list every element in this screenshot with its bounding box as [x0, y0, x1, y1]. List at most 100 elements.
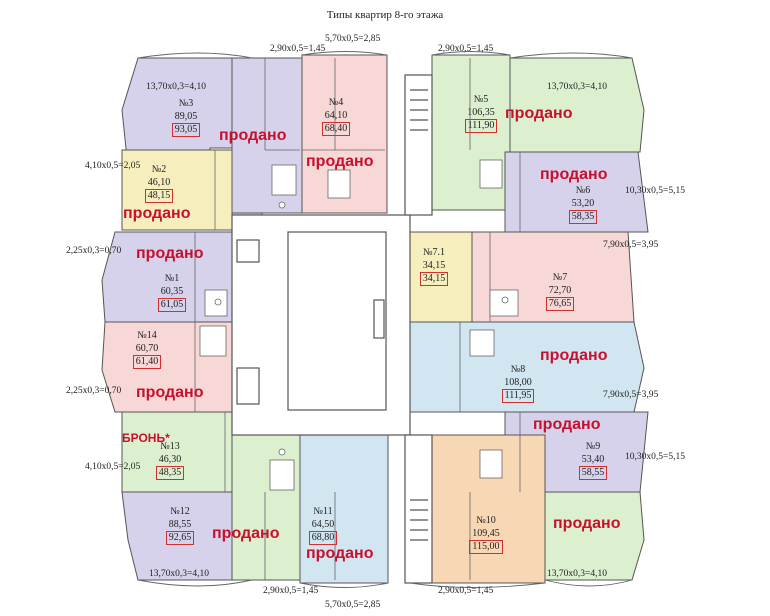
apartment-label[interactable]: №10 109,45 115,00 — [463, 515, 509, 554]
dim-left-3: 2,25х0,3=0,70 — [66, 386, 122, 396]
balcony-top — [301, 51, 388, 56]
dim-top-far-right: 13,70х0,3=4,10 — [547, 82, 607, 92]
dim-bottom-right: 2,90х0,5=1,45 — [438, 586, 494, 596]
apartment-number: №1 — [164, 273, 180, 284]
apartment-label[interactable]: №8 108,00 111,95 — [495, 364, 541, 403]
apartment-label[interactable]: №12 88,55 92,65 — [157, 506, 203, 545]
apartment-label[interactable]: №13 46,30 48,35 — [147, 441, 193, 480]
core-shaft — [287, 231, 387, 411]
apartment-number: №8 — [510, 364, 526, 375]
apartment-number: №3 — [178, 98, 194, 109]
dim-top-right: 2,90х0,5=1,45 — [438, 44, 494, 54]
core-slot — [373, 299, 385, 339]
dim-left-1: 4,10х0,5=2,05 — [85, 161, 141, 171]
apartment-number: №13 — [160, 441, 180, 452]
apartment-total-area: 92,65 — [165, 531, 195, 545]
apartment-label[interactable]: №3 89,05 93,05 — [163, 98, 209, 137]
reserved-label-apt-13: БРОНЬ* — [122, 431, 170, 445]
apartment-area: 53,20 — [571, 197, 595, 209]
sold-label-apt-10: продано — [553, 515, 621, 532]
apartment-number: №10 — [476, 515, 496, 526]
apartment-number: №2 — [151, 164, 167, 175]
apartment-area: 108,00 — [504, 376, 532, 388]
apartment-area: 60,35 — [160, 285, 184, 297]
dim-left-2: 2,25х0,3=0,70 — [66, 246, 122, 256]
elevator-bottom — [236, 367, 260, 405]
apartment-area: 106,35 — [467, 106, 495, 118]
apartment-area: 53,40 — [581, 453, 605, 465]
apartment-label[interactable]: №14 60,70 61,40 — [124, 330, 170, 369]
apartment-number: №5 — [473, 94, 489, 105]
dim-top-left: 2,90х0,5=1,45 — [270, 44, 326, 54]
apartment-total-area: 111,95 — [501, 389, 535, 403]
balcony-top — [137, 52, 253, 59]
apartment-label[interactable]: №5 106,35 111,90 — [458, 94, 504, 133]
sold-label-apt-5: продано — [505, 105, 573, 122]
apartment-label[interactable]: №7 72,70 76,65 — [537, 272, 583, 311]
apartment-area: 34,15 — [422, 259, 446, 271]
sold-label-apt-2: продано — [123, 205, 191, 222]
toilet-icon — [214, 298, 222, 306]
apartment-label[interactable]: №1 60,35 61,05 — [149, 273, 195, 312]
fixtures — [199, 159, 519, 491]
dim-bottom-left: 2,90х0,5=1,45 — [263, 586, 319, 596]
apartment-total-area: 61,05 — [157, 298, 187, 312]
zone-apt-10-wing — [544, 491, 645, 581]
zone-apt-5-wing — [509, 57, 645, 153]
balcony-bottom — [409, 582, 546, 588]
apartment-label[interactable]: №2 46,10 48,15 — [136, 164, 182, 203]
apartment-total-area: 34,15 — [419, 272, 449, 286]
dim-right-4: 10,30х0,5=5,15 — [625, 452, 685, 462]
plan-title: Типы квартир 8-го этажа — [326, 9, 444, 21]
apartment-total-area: 115,00 — [469, 540, 503, 554]
apartment-total-area: 76,65 — [545, 297, 575, 311]
building-core — [231, 74, 433, 584]
apartment-number: №4 — [328, 97, 344, 108]
zone-apt-11 — [299, 434, 389, 584]
apartment-label[interactable]: №11 64,50 68,80 — [300, 506, 346, 545]
zone-apt-13 — [121, 411, 251, 493]
bathtub-icon — [199, 325, 227, 357]
sold-label-apt-11: продано — [306, 545, 374, 562]
apartment-total-area: 61,40 — [132, 355, 162, 369]
dim-bottom-far-left: 13,70х0,3=4,10 — [149, 569, 209, 579]
apartment-total-area: 68,40 — [321, 122, 351, 136]
apartment-number: №14 — [137, 330, 157, 341]
apartment-total-area: 48,35 — [155, 466, 185, 480]
elevator-top — [236, 239, 260, 263]
balcony-top — [431, 51, 511, 56]
toilet-icon — [501, 296, 509, 304]
apartment-number: №11 — [313, 506, 333, 517]
bathtub-icon — [479, 159, 503, 189]
apartment-number: №7 — [552, 272, 568, 283]
apartment-total-area: 58,35 — [568, 210, 598, 224]
apartment-label[interactable]: №6 53,20 58,35 — [560, 185, 606, 224]
zone-apt-12-wing — [231, 434, 301, 581]
balcony-top — [509, 52, 633, 59]
apartment-label[interactable]: №9 53,40 58,55 — [570, 441, 616, 480]
apartment-number: №12 — [170, 506, 190, 517]
sold-label-apt-3: продано — [219, 127, 287, 144]
apartment-total-area: 111,90 — [464, 119, 498, 133]
stair-bottom — [404, 434, 433, 584]
dim-right-3: 7,90х0,5=3,95 — [603, 390, 659, 400]
sold-label-apt-9: продано — [533, 416, 601, 433]
apartment-label[interactable]: №4 64,10 68,40 — [313, 97, 359, 136]
apartment-number: №6 — [575, 185, 591, 196]
sold-label-apt-4: продано — [306, 153, 374, 170]
sold-label-apt-14: продано — [136, 384, 204, 401]
apartment-area: 72,70 — [548, 284, 572, 296]
balcony-bottom — [299, 582, 389, 588]
dim-top-far-left: 13,70х0,3=4,10 — [146, 82, 206, 92]
apartment-number: №7.1 — [422, 247, 446, 258]
apartment-area: 64,10 — [324, 109, 348, 121]
dim-bottom-far-right: 13,70х0,3=4,10 — [547, 569, 607, 579]
dim-bottom-center: 5,70х0,5=2,85 — [325, 600, 381, 610]
balcony-bottom — [544, 579, 633, 587]
balconies — [137, 51, 633, 588]
toilet-icon — [278, 448, 286, 456]
apartment-label[interactable]: №7.1 34,15 34,15 — [411, 247, 457, 286]
zone-apt-12 — [121, 491, 233, 581]
apartment-area: 109,45 — [472, 527, 500, 539]
